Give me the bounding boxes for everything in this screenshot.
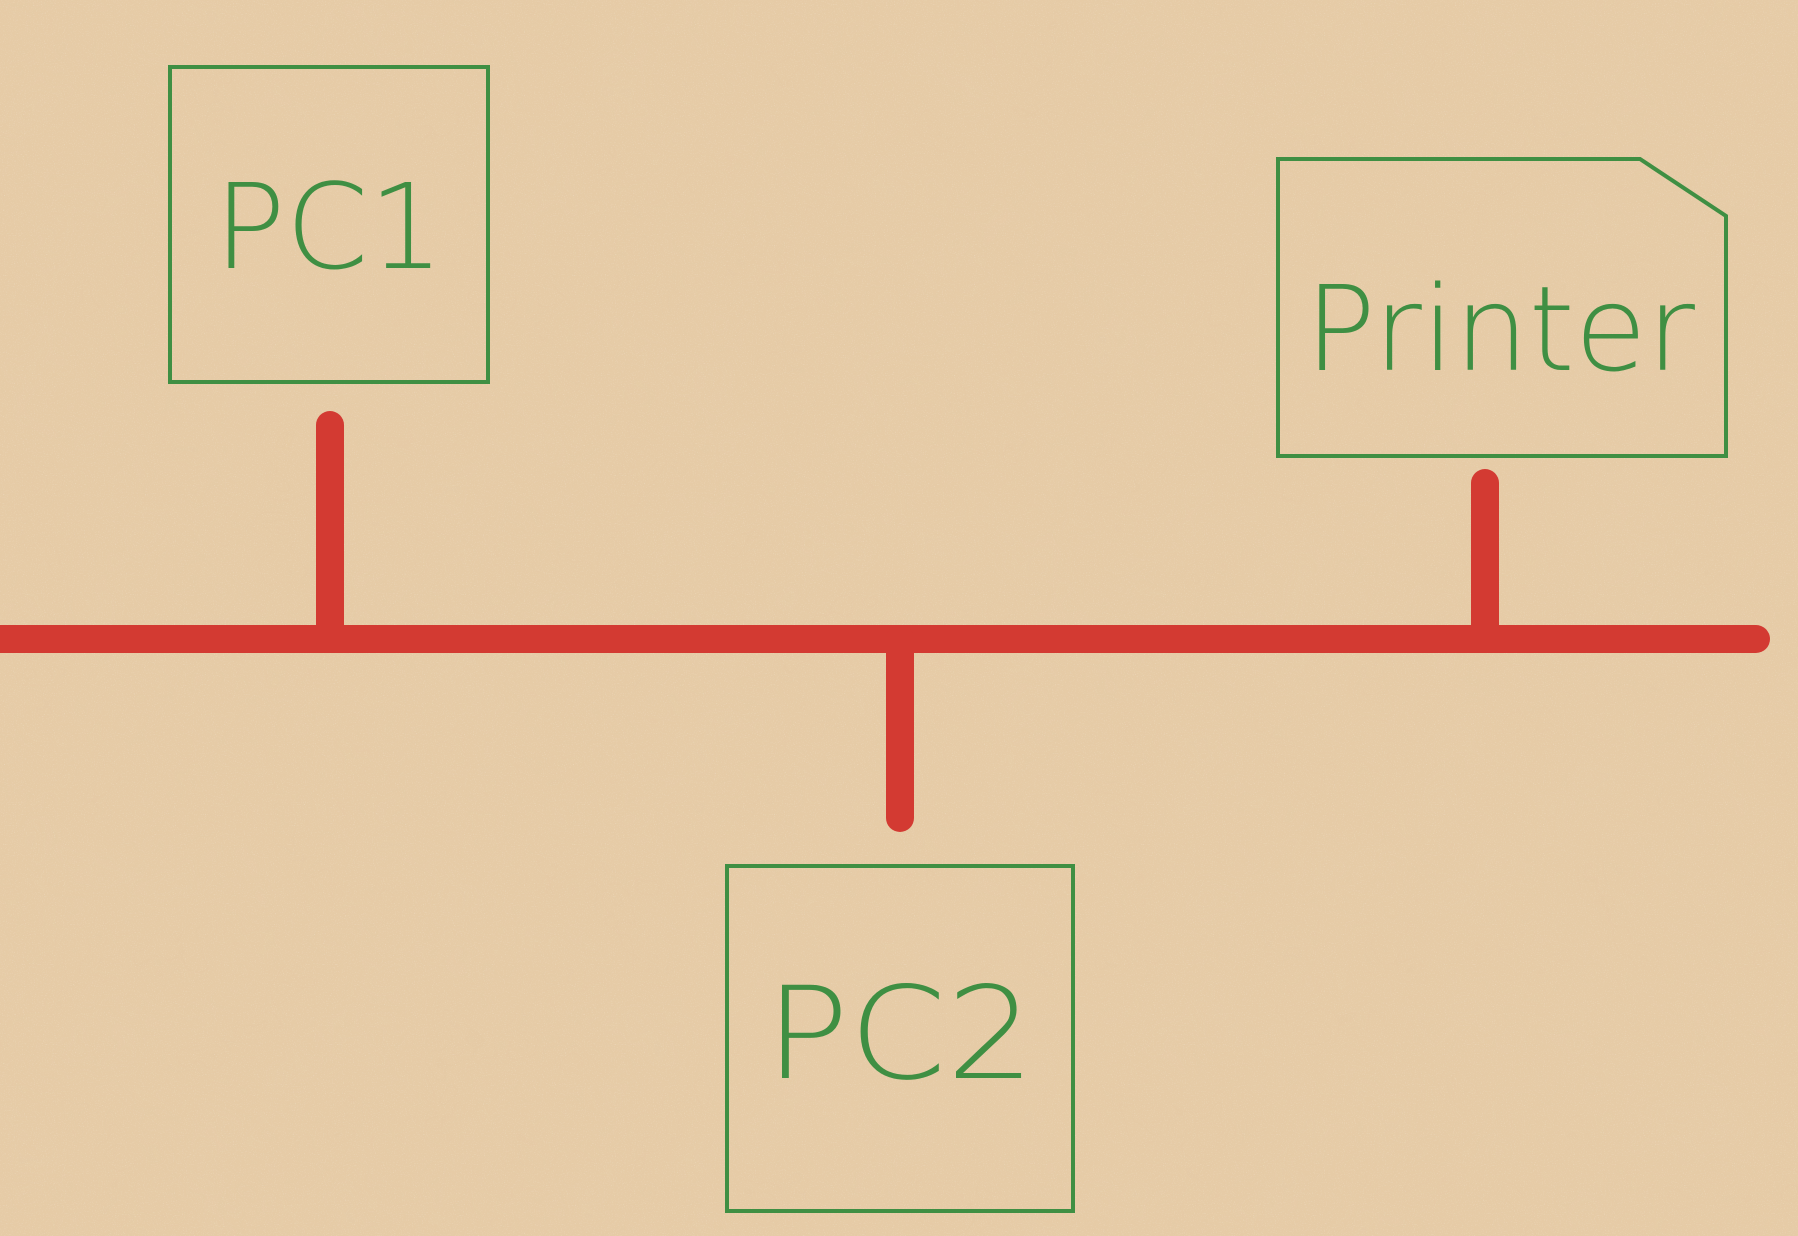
network-bus bbox=[0, 411, 1770, 832]
pc1-box bbox=[168, 65, 490, 384]
pc2-label: PC2 bbox=[765, 960, 1035, 1109]
pc1-label: PC1 bbox=[214, 158, 444, 296]
printer-label: Printer bbox=[1305, 260, 1695, 398]
pc1-node: PC1 bbox=[168, 65, 490, 384]
pc2-node: PC2 bbox=[725, 864, 1075, 1213]
pc2-box bbox=[725, 864, 1075, 1213]
printer-box bbox=[1276, 157, 1728, 458]
printer-node: Printer bbox=[1276, 157, 1728, 458]
